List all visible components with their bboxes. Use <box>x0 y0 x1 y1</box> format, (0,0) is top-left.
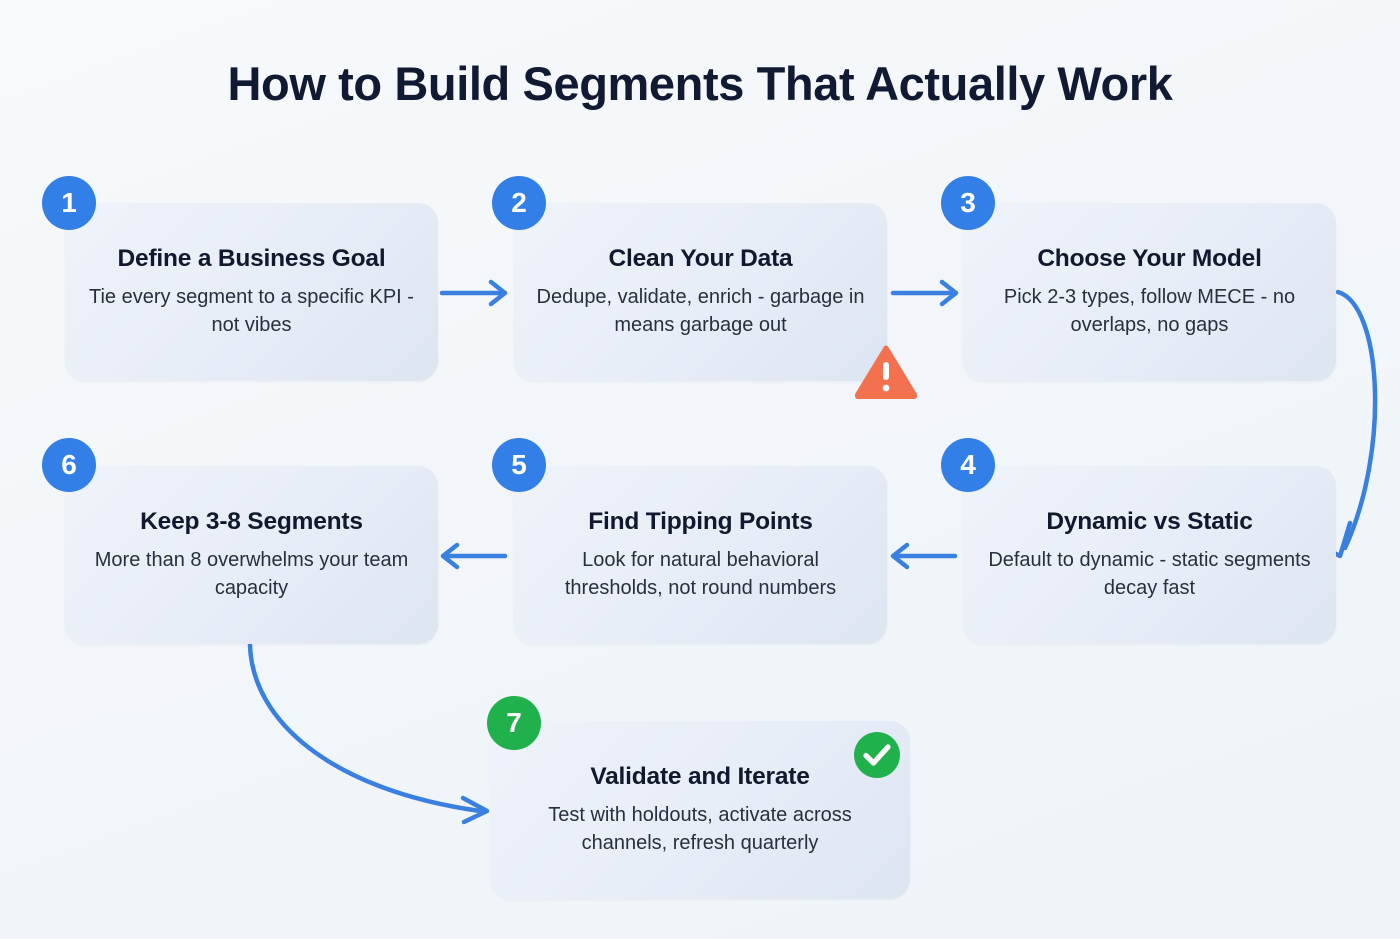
step-card-2[interactable]: Clean Your Data Dedupe, validate, enrich… <box>514 203 887 381</box>
step-card-description: Look for natural behavioral thresholds, … <box>564 548 837 600</box>
step-card-1[interactable]: Define a Business Goal Tie every segment… <box>65 203 438 381</box>
step-card-title: Dynamic vs Static <box>1046 508 1253 536</box>
step-card-title: Define a Business Goal <box>117 245 386 273</box>
warning-triangle-icon <box>855 345 917 399</box>
step-card-title: Choose Your Model <box>1037 245 1262 273</box>
arrow-step6-to-step7 <box>247 642 490 825</box>
step-card-title: Keep 3-8 Segments <box>140 508 363 536</box>
step-card-title: Find Tipping Points <box>588 508 813 536</box>
step-badge-6: 6 <box>42 438 96 492</box>
arrow-step1-to-step2 <box>439 279 508 307</box>
step-card-description: Default to dynamic - static segments dec… <box>988 548 1311 600</box>
step-card-description: Tie every segment to a specific KPI - no… <box>89 285 414 337</box>
step-card-description: Dedupe, validate, enrich - garbage in me… <box>536 285 865 337</box>
step-card-3[interactable]: Choose Your Model Pick 2-3 types, follow… <box>963 203 1336 381</box>
step-card-title: Clean Your Data <box>608 245 793 273</box>
arrow-step4-to-step5 <box>890 542 958 570</box>
step-badge-7: 7 <box>487 696 541 750</box>
step-card-4[interactable]: Dynamic vs Static Default to dynamic - s… <box>963 466 1336 644</box>
step-card-7[interactable]: Validate and Iterate Test with holdouts,… <box>490 721 910 899</box>
step-card-description: Pick 2-3 types, follow MECE - no overlap… <box>1003 285 1296 337</box>
arrow-step5-to-step6 <box>440 542 508 570</box>
step-card-6[interactable]: Keep 3-8 Segments More than 8 overwhelms… <box>65 466 438 644</box>
step-badge-5: 5 <box>492 438 546 492</box>
step-badge-1: 1 <box>42 176 96 230</box>
check-circle-icon <box>854 732 900 778</box>
step-badge-2: 2 <box>492 176 546 230</box>
step-card-description: Test with holdouts, activate across chan… <box>548 803 852 855</box>
arrow-step2-to-step3 <box>890 279 959 307</box>
step-badge-3: 3 <box>941 176 995 230</box>
step-card-5[interactable]: Find Tipping Points Look for natural beh… <box>514 466 887 644</box>
step-card-description: More than 8 overwhelms your team capacit… <box>94 548 409 600</box>
page-title: How to Build Segments That Actually Work <box>227 57 1173 110</box>
step-badge-4: 4 <box>941 438 995 492</box>
step-card-title: Validate and Iterate <box>590 763 810 791</box>
